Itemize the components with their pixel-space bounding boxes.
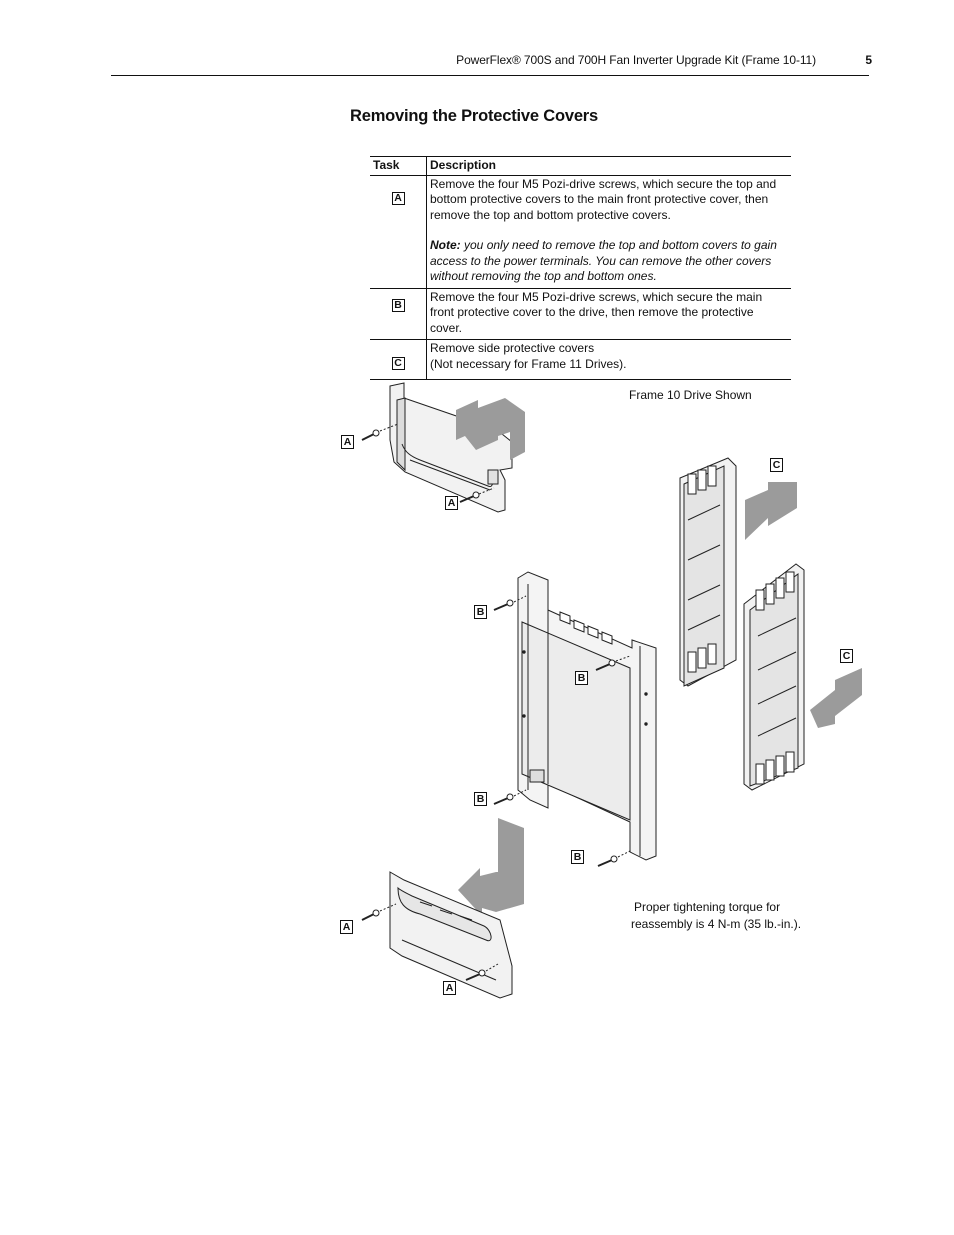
description-cell: Remove the four M5 Pozi-drive screws, wh… [426,175,791,289]
screw-a-top-right [459,487,495,503]
callout-a: A [341,435,354,449]
task-cell: C [370,339,427,380]
removal-arrow-c-upper [745,482,797,540]
screw-b-bottom-right [597,849,633,867]
removal-arrow-c-lower [810,668,862,728]
torque-note-line2: reassembly is 4 N-m (35 lb.-in.). [631,917,802,931]
table-header-row: Task Description [370,156,791,176]
callout-c: C [840,649,853,663]
header-rule [111,75,869,76]
screw-b-top-right [595,655,631,671]
table-row: B Remove the four M5 Pozi-drive screws, … [370,288,791,340]
callout-a: A [443,981,456,995]
task-table: Task Description A Remove the four M5 Po… [370,156,791,380]
description-text: Remove side protective covers [430,341,595,355]
side-protective-cover-upper [679,457,737,687]
note-label: Note: [430,238,461,252]
description-text: Remove the four M5 Pozi-drive screws, wh… [430,176,777,222]
section-title: Removing the Protective Covers [350,107,598,125]
main-front-cover [517,571,657,861]
task-label: B [391,298,405,312]
screw-a-top-left [361,423,399,441]
removal-arrow-bottom [458,818,524,916]
torque-note-line1: Proper tightening torque for [634,900,781,914]
callout-b: B [571,850,584,864]
task-cell: B [370,288,427,340]
task-cell: A [370,175,427,289]
running-header: PowerFlex® 700S and 700H Fan Inverter Up… [456,53,816,67]
table-row: C Remove side protective covers (Not nec… [370,339,791,380]
screw-b-bottom-left [493,789,527,805]
removal-arrow-top [456,398,525,460]
task-label: C [391,357,405,370]
callout-b: B [474,605,487,619]
side-protective-cover-lower [743,563,805,791]
top-protective-cover [389,382,513,513]
task-column-header: Task [370,156,427,176]
bottom-protective-cover [389,871,513,999]
screw-a-bottom-right [465,963,499,981]
description-text-2: (Not necessary for Frame 11 Drives). [430,356,627,371]
callout-b: B [474,792,487,806]
description-cell: Remove the four M5 Pozi-drive screws, wh… [426,288,791,340]
task-label: A [391,191,405,205]
callout-a: A [445,496,458,510]
note-text: Note: you only need to remove the top an… [430,238,788,285]
note-body: you only need to remove the top and bott… [430,238,777,283]
description-cell: Remove side protective covers (Not neces… [426,339,791,380]
screw-a-bottom-left [361,903,397,921]
description-column-header: Description [426,156,791,176]
figure-caption: Frame 10 Drive Shown [629,388,752,402]
callout-c: C [770,458,783,472]
screw-b-top-left [493,595,527,611]
table-row: A Remove the four M5 Pozi-drive screws, … [370,175,791,289]
callout-a: A [340,920,353,934]
page-number: 5 [865,53,872,67]
description-text: Remove the four M5 Pozi-drive screws, wh… [430,289,763,335]
callout-b: B [575,671,588,685]
